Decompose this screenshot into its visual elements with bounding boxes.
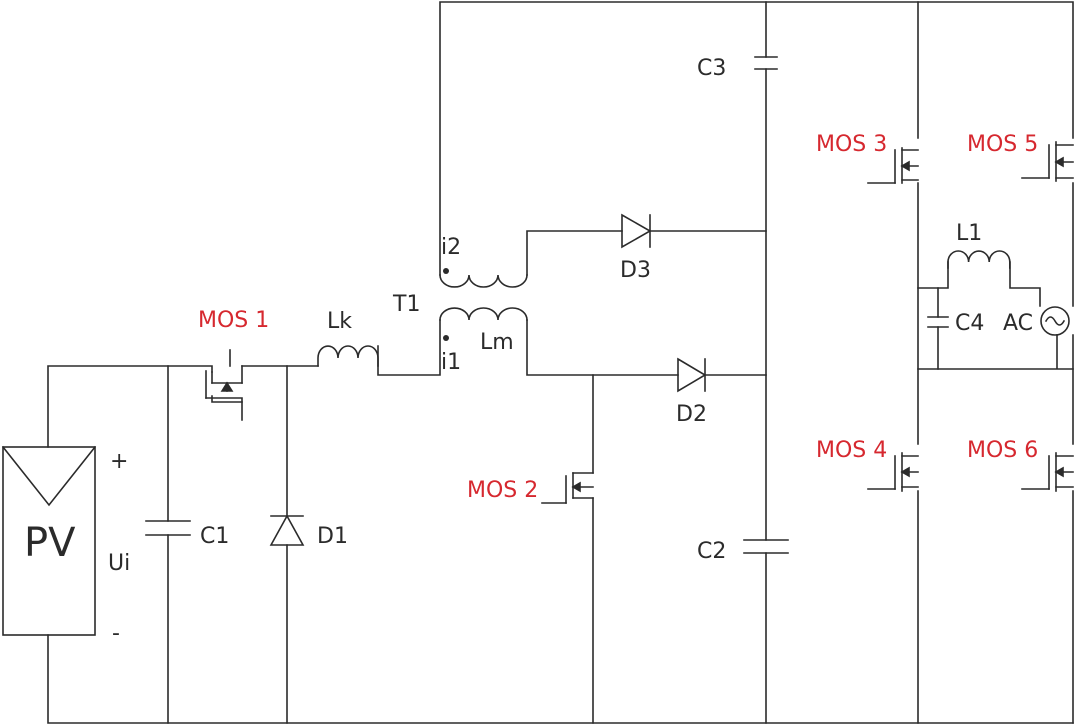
diode-d3-label: D3 (620, 258, 651, 283)
diode-d1-symbol (269, 514, 305, 546)
diode-d1-label: D1 (317, 524, 348, 549)
transformer-primary-winding (439, 307, 528, 321)
primary-polarity-dot (443, 335, 449, 341)
capacitor-c3-label: C3 (697, 56, 726, 81)
diode-d3-symbol (621, 213, 652, 249)
capacitor-c2-symbol (743, 539, 789, 554)
mosfet-mos6-label: MOS 6 (967, 438, 1038, 463)
capacitor-c3-symbol (754, 56, 778, 70)
negative-terminal-label: - (112, 621, 120, 646)
inductor-lm-label: Lm (480, 330, 514, 355)
inductor-l1-symbol (947, 250, 1011, 269)
transformer-secondary-winding (439, 274, 528, 288)
mosfet-mos4-label: MOS 4 (816, 438, 887, 463)
mosfet-mos5-symbol (1048, 141, 1074, 182)
input-voltage-label: Ui (108, 551, 130, 576)
capacitor-c1-symbol (145, 520, 191, 536)
inductor-lk-label: Lk (327, 309, 352, 334)
mosfet-mos1-label: MOS 1 (198, 308, 269, 333)
capacitor-c1-label: C1 (200, 524, 229, 549)
diode-d2-label: D2 (676, 402, 707, 427)
transformer-t1-label: T1 (392, 292, 420, 317)
pv-panel: PV (1, 445, 97, 636)
ac-source-symbol (1040, 306, 1070, 336)
mosfet-mos2-label: MOS 2 (467, 478, 538, 503)
capacitor-c4-symbol (927, 316, 949, 328)
mosfet-mos5-label: MOS 5 (967, 132, 1038, 157)
ac-source-label: AC (1003, 311, 1033, 336)
mosfet-mos1-symbol (205, 349, 243, 421)
diode-d2-symbol (677, 357, 707, 393)
current-i1-label: i1 (441, 350, 461, 375)
mosfet-mos3-label: MOS 3 (816, 132, 887, 157)
inductor-l1-label: L1 (956, 221, 982, 246)
mosfet-mos2-symbol (565, 472, 594, 504)
positive-terminal-label: + (110, 449, 128, 474)
capacitor-c4-label: C4 (955, 311, 984, 336)
capacitor-c2-label: C2 (697, 539, 726, 564)
mosfet-mos3-symbol (894, 147, 919, 184)
current-i2-label: i2 (441, 235, 461, 260)
mosfet-mos4-symbol (894, 452, 919, 492)
pv-label: PV (24, 520, 76, 566)
wires (47, 1, 1074, 724)
mosfet-mos6-symbol (1048, 452, 1074, 492)
inductor-lk-symbol (317, 345, 379, 367)
secondary-polarity-dot (443, 268, 449, 274)
